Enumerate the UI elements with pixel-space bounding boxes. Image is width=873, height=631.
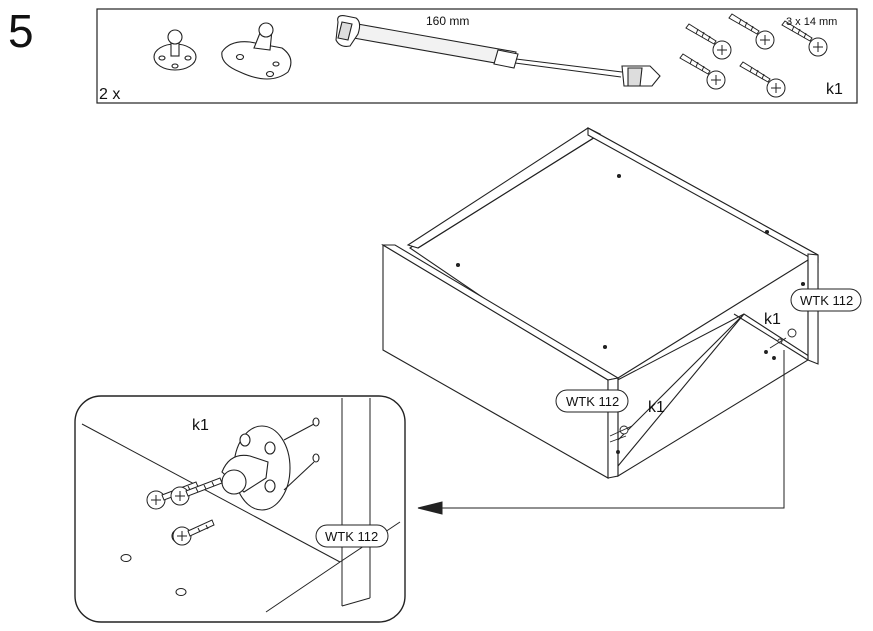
screw-size-label: 3 x 14 mm (786, 16, 837, 28)
strut-length-label: 160 mm (426, 14, 469, 28)
kit-label-right: k1 (764, 311, 781, 328)
detail-arrow (417, 350, 785, 515)
svg-text:WTK 112: WTK 112 (325, 529, 378, 544)
cabinet-hardware-front (609, 425, 633, 454)
screw-detail-icon (146, 477, 223, 546)
detail-kit-label: k1 (192, 417, 209, 434)
wtk-label-right: WTK 112 (790, 288, 862, 312)
ball-stud-icon (153, 29, 197, 71)
angle-bracket-icon (221, 22, 292, 80)
kit-label-front: k1 (648, 399, 665, 416)
wtk-label-front: WTK 112 (555, 389, 629, 413)
gas-strut-icon (335, 15, 661, 87)
cabinet-hardware-right (764, 328, 797, 360)
cabinet-drawing (381, 127, 819, 479)
screw-set-icon (679, 13, 828, 98)
parts-kit-label: k1 (826, 81, 843, 98)
detail-callout: k1 WTK 112 (74, 395, 406, 623)
svg-text:WTK 112: WTK 112 (566, 394, 619, 409)
detail-part-label: WTK 112 (315, 524, 389, 548)
parts-box: 160 mm 3 x 14 mm k1 2 x (96, 8, 858, 104)
quantity-label: 2 x (99, 86, 120, 103)
step-number: 5 (8, 5, 34, 57)
svg-text:WTK 112: WTK 112 (800, 293, 853, 308)
